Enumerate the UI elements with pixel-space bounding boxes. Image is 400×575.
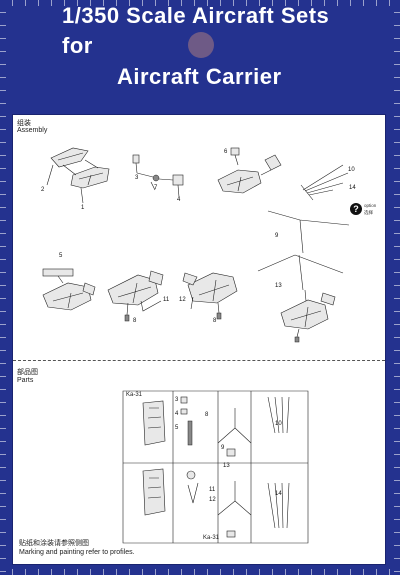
- sprue-number: 14: [275, 491, 282, 497]
- assembly-label: Assembly: [17, 127, 48, 134]
- left-ruler-marks: [0, 0, 6, 575]
- assembly-step-8: [257, 210, 350, 343]
- title-line-2: for: [62, 33, 93, 58]
- part-number: 9: [275, 233, 279, 239]
- bottom-ruler-marks: [0, 569, 400, 575]
- top-ruler-marks: [0, 0, 400, 6]
- part-number: 2: [41, 187, 45, 193]
- part-number: 7: [154, 185, 158, 191]
- color-dot: [188, 32, 214, 58]
- option-label-cn: 选择: [364, 210, 373, 215]
- assembly-step-5: [42, 268, 96, 311]
- part-number: 8: [213, 318, 217, 324]
- sprue-number: 10: [275, 421, 282, 427]
- assembly-label-cn: 组装: [17, 120, 31, 127]
- section-divider: [13, 360, 385, 361]
- parts-label-cn: 部品图: [17, 369, 38, 376]
- sprue-number: 12: [209, 497, 216, 503]
- sprue-name-top: Ka-31: [126, 392, 143, 398]
- sprue-number: 13: [223, 463, 230, 469]
- part-number: 4: [177, 197, 181, 203]
- title-line-3: Aircraft Carrier: [117, 64, 282, 89]
- part-number: 3: [135, 175, 139, 181]
- part-number: 10: [348, 167, 355, 173]
- part-number: 11: [163, 297, 170, 303]
- option-label: option: [364, 203, 377, 208]
- assembly-step-7: [182, 272, 238, 320]
- sprue-number: 4: [175, 411, 179, 417]
- sprue-number: 9: [221, 445, 225, 451]
- part-number: 8: [133, 318, 137, 324]
- part-number: 5: [59, 253, 63, 259]
- sprue-number: 5: [175, 425, 179, 431]
- part-number: 14: [349, 185, 356, 191]
- sprue-number: 8: [205, 412, 209, 418]
- parts-sprue-diagram: [122, 390, 309, 544]
- part-number: 13: [275, 283, 282, 289]
- assembly-step-6: [107, 270, 164, 322]
- sprue-number: 11: [209, 487, 216, 493]
- title-line-1: 1/350 Scale Aircraft Sets: [62, 3, 330, 28]
- part-number: 1: [81, 205, 85, 211]
- assembly-step-3: [217, 147, 282, 194]
- parts-label: Parts: [17, 377, 34, 384]
- sprue-number: 3: [175, 397, 179, 403]
- part-number: 12: [179, 297, 186, 303]
- option-mark-icon: ?: [350, 203, 362, 215]
- part-number: 6: [224, 149, 228, 155]
- assembly-step-1: [46, 147, 110, 204]
- marking-note: Marking and painting refer to profiles.: [19, 549, 135, 556]
- right-ruler-marks: [394, 0, 400, 575]
- sprue-name-bottom: Ka-31: [203, 535, 220, 541]
- assembly-step-4: [300, 164, 349, 201]
- assembly-step-2: [132, 154, 184, 198]
- marking-note-cn: 贴纸和涂装请参照侧图: [19, 540, 89, 547]
- instruction-sheet: 组装 Assembly: [12, 114, 386, 565]
- assembly-diagram: [42, 147, 350, 343]
